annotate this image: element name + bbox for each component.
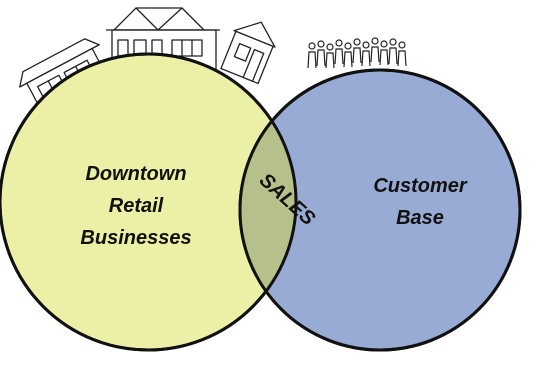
right-label-line-2: Base xyxy=(396,207,444,229)
right-circle-label: Customer Base xyxy=(373,175,468,229)
left-label-line-1: Downtown xyxy=(85,163,186,185)
left-label-line-3: Businesses xyxy=(80,227,191,249)
left-label-line-2: Retail xyxy=(109,195,164,217)
crowd-of-people-icon xyxy=(307,37,407,69)
left-circle-label: Downtown Retail Businesses xyxy=(80,163,191,249)
right-label-line-1: Customer xyxy=(373,175,468,197)
